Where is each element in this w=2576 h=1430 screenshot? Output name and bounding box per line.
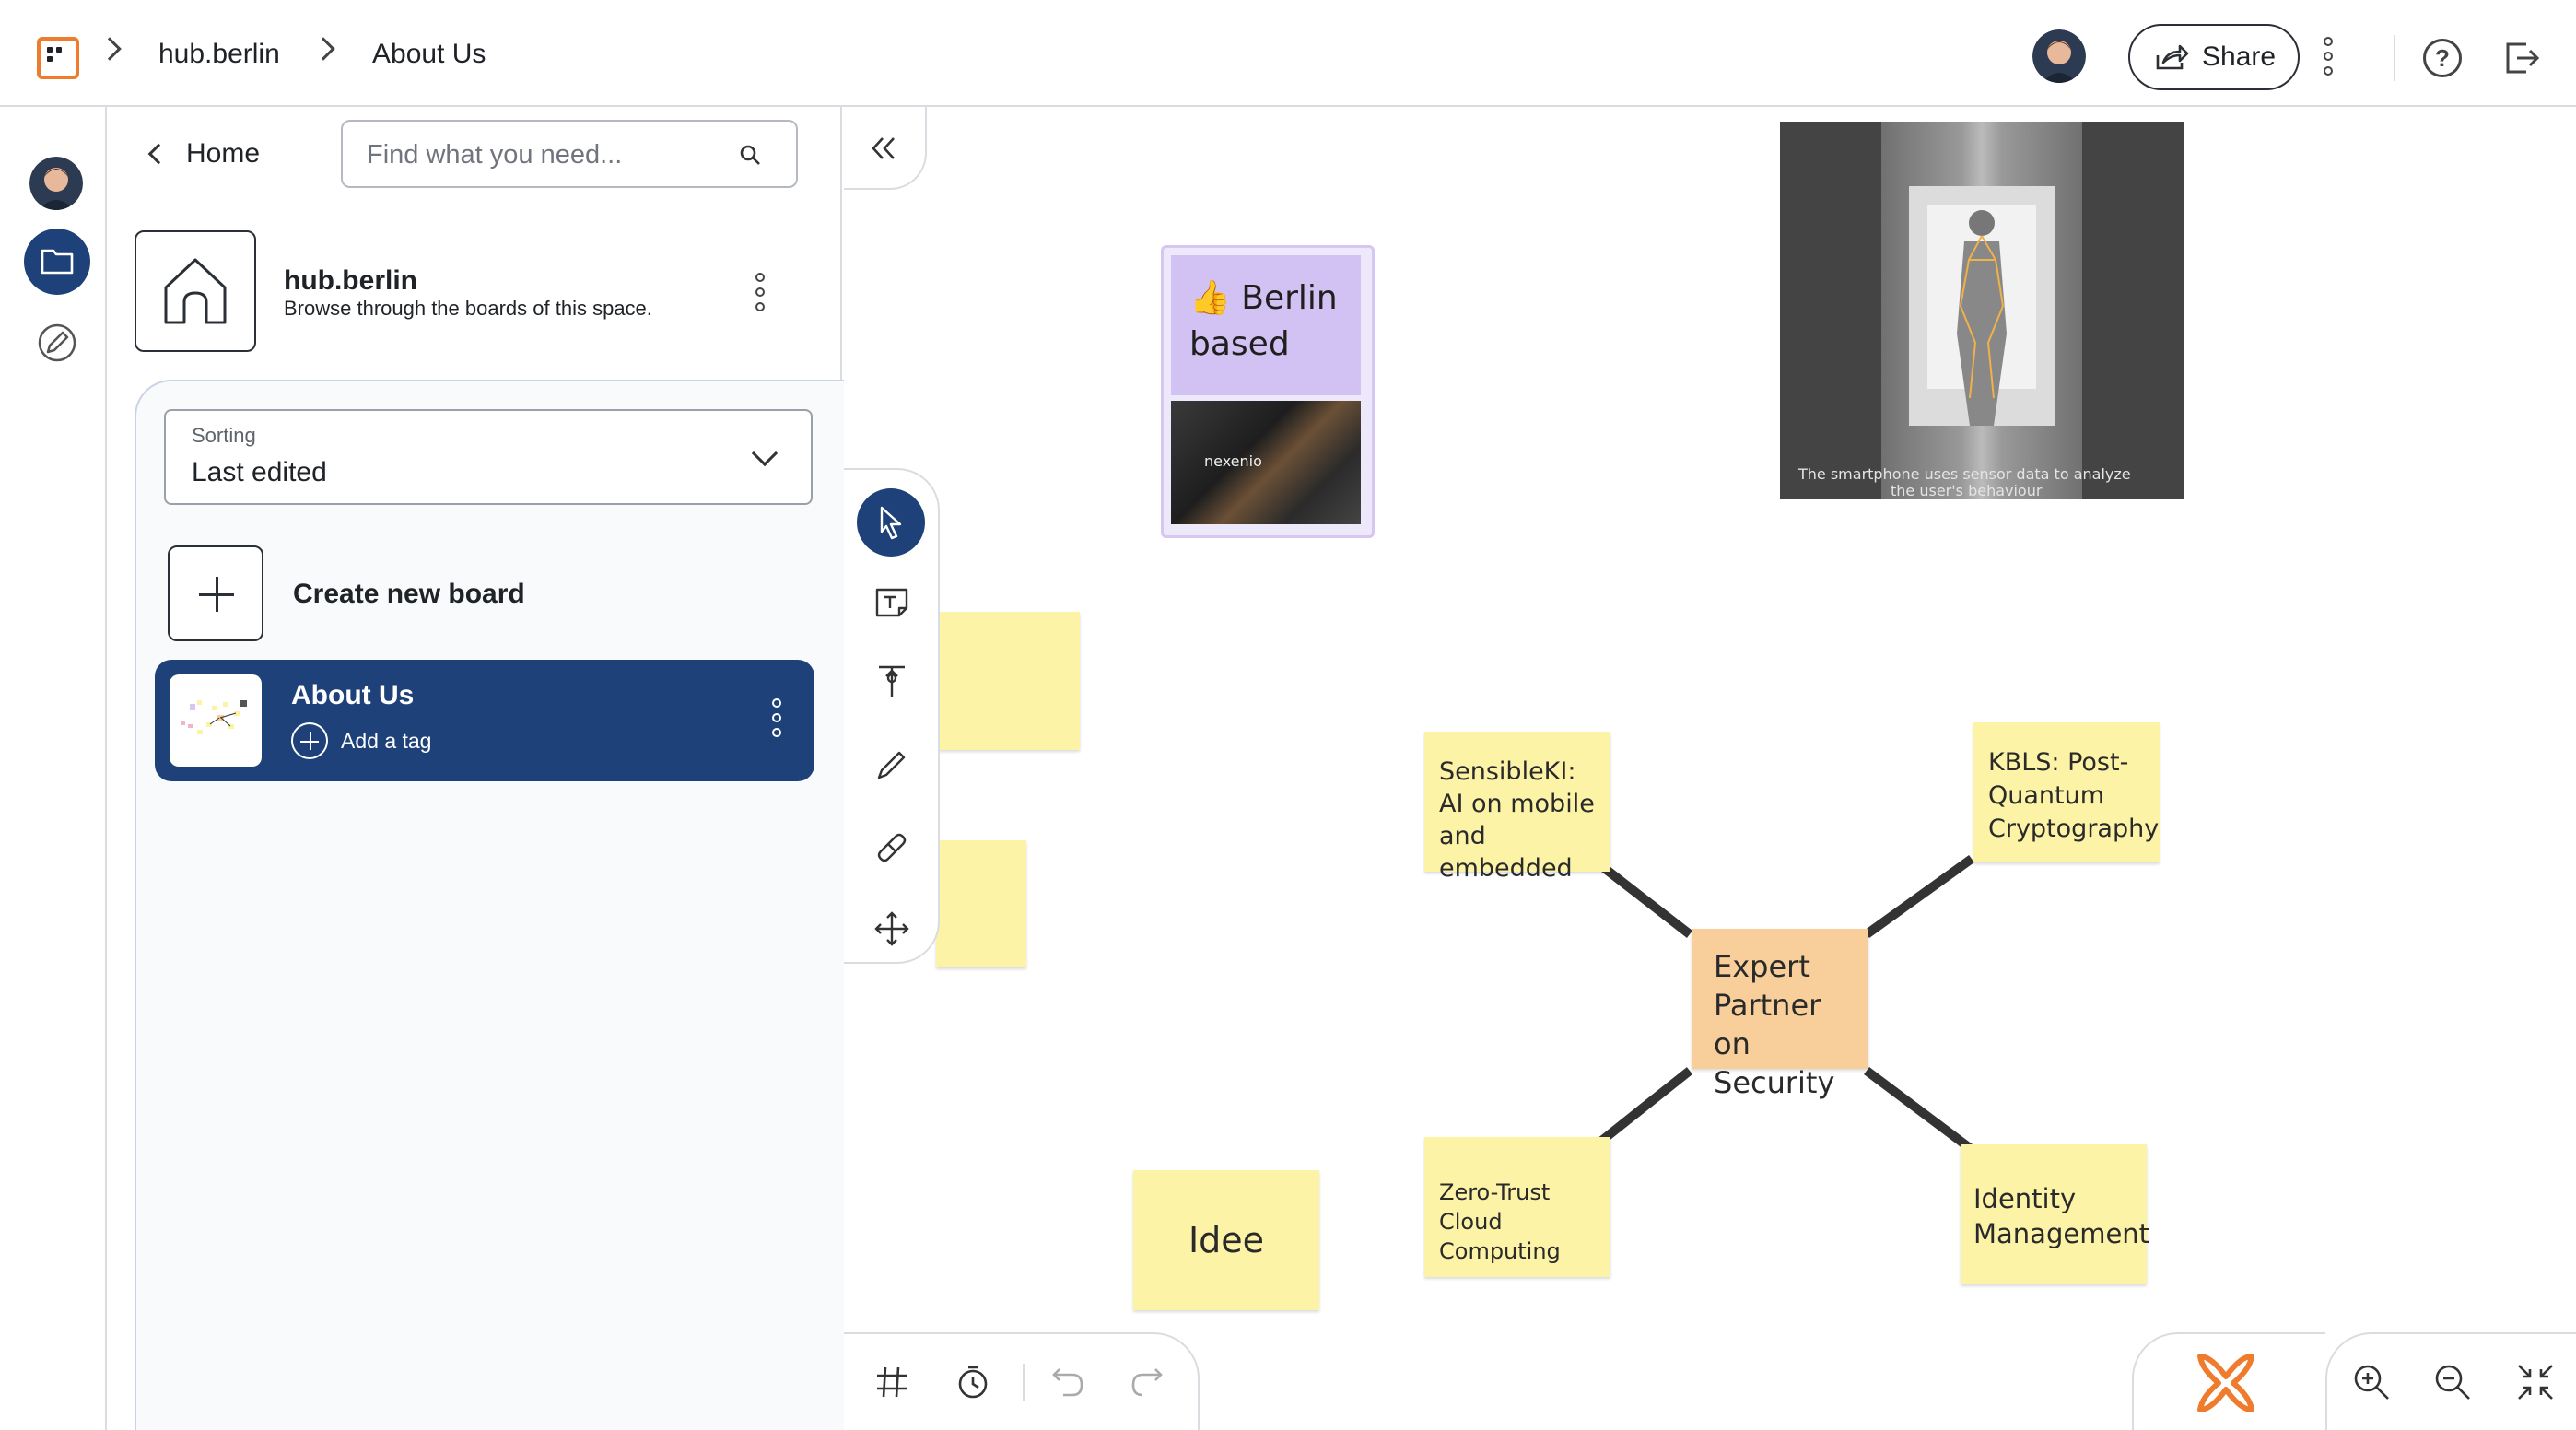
search-box[interactable]: [341, 120, 798, 188]
user-avatar[interactable]: [2032, 29, 2086, 83]
tool-rail: [844, 468, 940, 964]
space-title: hub.berlin: [284, 265, 417, 296]
collapse-sidebar-button[interactable]: [844, 107, 927, 190]
folder-icon: [41, 249, 74, 275]
hallway-scene-image: [1780, 122, 2184, 499]
toolbar-divider: [1023, 1364, 1025, 1401]
share-button[interactable]: Share: [2128, 24, 2300, 90]
sticky-note-zero-trust[interactable]: Zero-Trust Cloud Computing: [1424, 1137, 1610, 1277]
photo-watermark: nexenio: [1204, 452, 1262, 470]
sorting-label: Sorting: [192, 424, 256, 447]
photo-caption: the user's behaviour: [1891, 482, 2043, 499]
sticky-note-tool[interactable]: [864, 575, 919, 630]
board-list-panel: Sorting Last edited Create new board: [135, 380, 844, 1430]
undo-icon[interactable]: [1048, 1362, 1089, 1402]
sticky-note-partial[interactable]: [936, 840, 1026, 967]
pencil-circle-icon[interactable]: [37, 322, 77, 363]
sticky-note-expert-partner[interactable]: Expert Partner on Security: [1692, 929, 1868, 1100]
timer-icon[interactable]: [953, 1362, 993, 1402]
add-tag-label: Add a tag: [341, 728, 432, 753]
zoom-controls: [2325, 1332, 2576, 1430]
move-arrows-icon: [874, 911, 909, 946]
breadcrumb-board[interactable]: About Us: [372, 39, 486, 69]
sorting-value: Last edited: [192, 457, 327, 487]
sticky-note-idee[interactable]: Idee: [1133, 1170, 1319, 1310]
brand-logo-panel: [2132, 1332, 2325, 1430]
zoom-in-icon[interactable]: [2351, 1362, 2392, 1402]
create-board-button[interactable]: [168, 545, 263, 641]
board-preview-image: [181, 700, 247, 734]
board-options-icon[interactable]: [772, 698, 781, 743]
sticky-note-identity[interactable]: Identity Management: [1961, 1144, 2149, 1284]
board-name: About Us: [291, 680, 415, 710]
board-thumbnail: [170, 674, 262, 767]
eraser-tool[interactable]: [864, 818, 919, 873]
folder-nav-button[interactable]: [24, 229, 90, 295]
pen-icon: [877, 751, 906, 779]
home-link[interactable]: Home: [147, 138, 261, 170]
zoom-out-icon[interactable]: [2432, 1362, 2473, 1402]
more-options-icon[interactable]: [2324, 37, 2333, 81]
photo-caption: The smartphone uses sensor data to analy…: [1798, 465, 2131, 483]
pen-tool[interactable]: [864, 737, 919, 792]
sticky-note-partial[interactable]: [936, 612, 1080, 750]
select-tool[interactable]: [857, 488, 925, 557]
chevron-right-icon: [311, 37, 335, 61]
search-input[interactable]: [367, 136, 717, 173]
search-icon[interactable]: [739, 144, 761, 166]
brand-x-logo-icon[interactable]: [2193, 1351, 2259, 1415]
house-icon: [164, 258, 227, 324]
fit-to-screen-icon[interactable]: [2515, 1362, 2556, 1402]
sticky-note-sensibleki[interactable]: SensibleKI: AI on mobile and embedded: [1424, 732, 1610, 883]
bottom-toolbar: [844, 1332, 1200, 1430]
breadcrumb-space[interactable]: hub.berlin: [158, 39, 280, 69]
add-tag-button[interactable]: Add a tag: [291, 722, 431, 759]
redo-icon[interactable]: [1126, 1362, 1166, 1402]
text-note-icon: [875, 588, 908, 617]
berlin-based-text: 👍 Berlin based: [1171, 255, 1361, 395]
top-bar: hub.berlin About Us Share ?: [0, 0, 2576, 107]
sensor-demo-photo[interactable]: The smartphone uses sensor data to analy…: [1780, 122, 2184, 499]
plus-circle-icon: [291, 722, 328, 759]
home-label: Home: [186, 138, 261, 169]
cursor-arrow-icon: [880, 506, 902, 540]
space-options-icon[interactable]: [755, 273, 765, 317]
share-label: Share: [2202, 41, 2277, 72]
left-rail: [0, 107, 107, 1430]
help-icon[interactable]: ?: [2423, 39, 2462, 77]
chevron-left-icon: [147, 143, 170, 165]
create-board-label[interactable]: Create new board: [293, 579, 525, 609]
space-home-card[interactable]: [135, 230, 256, 352]
mindmap-connectors: [1596, 854, 1974, 1152]
berlin-based-card[interactable]: 👍 Berlin based nexenio: [1161, 245, 1375, 538]
chevron-down-icon: [751, 440, 779, 467]
chevron-right-icon: [98, 37, 122, 61]
logout-icon[interactable]: [2502, 39, 2541, 77]
whiteboard-canvas[interactable]: 👍 Berlin based nexenio The smartphone us…: [844, 107, 2576, 1430]
grid-icon[interactable]: [872, 1362, 912, 1402]
eraser-icon: [877, 833, 907, 862]
double-chevron-left-icon: [872, 137, 895, 159]
boards-sidebar: Home hub.berlin Browse through the board…: [109, 107, 844, 1430]
rail-user-avatar[interactable]: [29, 157, 83, 210]
header-divider: [2394, 35, 2395, 81]
sticky-note-kbls[interactable]: KBLS: Post-Quantum Cryptography: [1973, 722, 2160, 862]
board-item-about-us[interactable]: About Us Add a tag: [155, 660, 814, 781]
connector-tool[interactable]: [864, 654, 919, 709]
sorting-select[interactable]: Sorting Last edited: [164, 409, 813, 505]
space-subtitle: Browse through the boards of this space.: [284, 297, 652, 320]
jacket-photo: nexenio: [1171, 401, 1361, 524]
connector-icon: [879, 665, 905, 697]
move-tool[interactable]: [864, 901, 919, 956]
share-icon: [2156, 44, 2189, 70]
app-logo-icon[interactable]: [37, 37, 79, 79]
